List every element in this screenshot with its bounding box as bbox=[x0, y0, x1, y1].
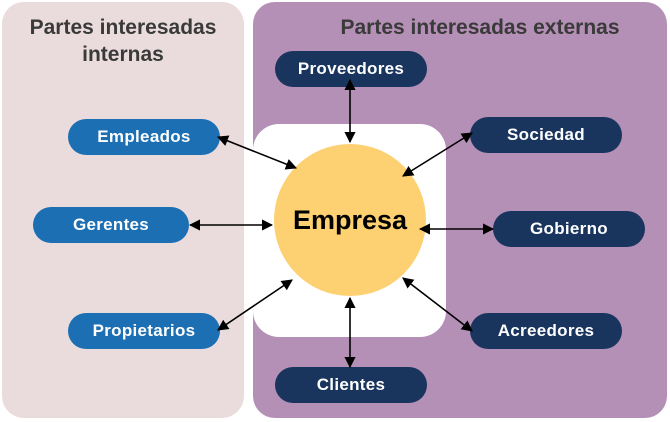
node-gobierno: Gobierno bbox=[493, 211, 645, 247]
node-acreedores: Acreedores bbox=[470, 313, 622, 349]
company-circle: Empresa bbox=[274, 144, 426, 296]
internal-title-line-2: internas bbox=[82, 43, 164, 66]
node-label: Sociedad bbox=[507, 125, 585, 144]
node-empleados: Empleados bbox=[68, 119, 220, 155]
node-label: Acreedores bbox=[497, 321, 595, 340]
node-label: Empleados bbox=[97, 127, 191, 146]
internal-panel-title: Partes interesadas internas bbox=[2, 14, 244, 68]
internal-title-line-1: Partes interesadas bbox=[29, 16, 217, 39]
node-sociedad: Sociedad bbox=[470, 117, 622, 153]
node-label: Clientes bbox=[316, 375, 386, 394]
company-label: Empresa bbox=[292, 204, 408, 235]
node-proveedores: Proveedores bbox=[275, 51, 427, 87]
arrow-acreedores bbox=[402, 277, 473, 332]
node-label: Proveedores bbox=[297, 59, 405, 78]
arrow-propietarios bbox=[217, 279, 293, 331]
node-label: Propietarios bbox=[92, 321, 196, 340]
external-panel-title: Partes interesadas externas bbox=[340, 16, 620, 39]
node-gerentes: Gerentes bbox=[33, 207, 189, 243]
node-clientes: Clientes bbox=[275, 367, 427, 403]
node-label: Gerentes bbox=[72, 215, 150, 234]
arrow-empleados bbox=[216, 135, 298, 170]
arrow-sociedad bbox=[402, 132, 473, 177]
node-label: Gobierno bbox=[530, 219, 608, 238]
node-propietarios: Propietarios bbox=[68, 313, 220, 349]
